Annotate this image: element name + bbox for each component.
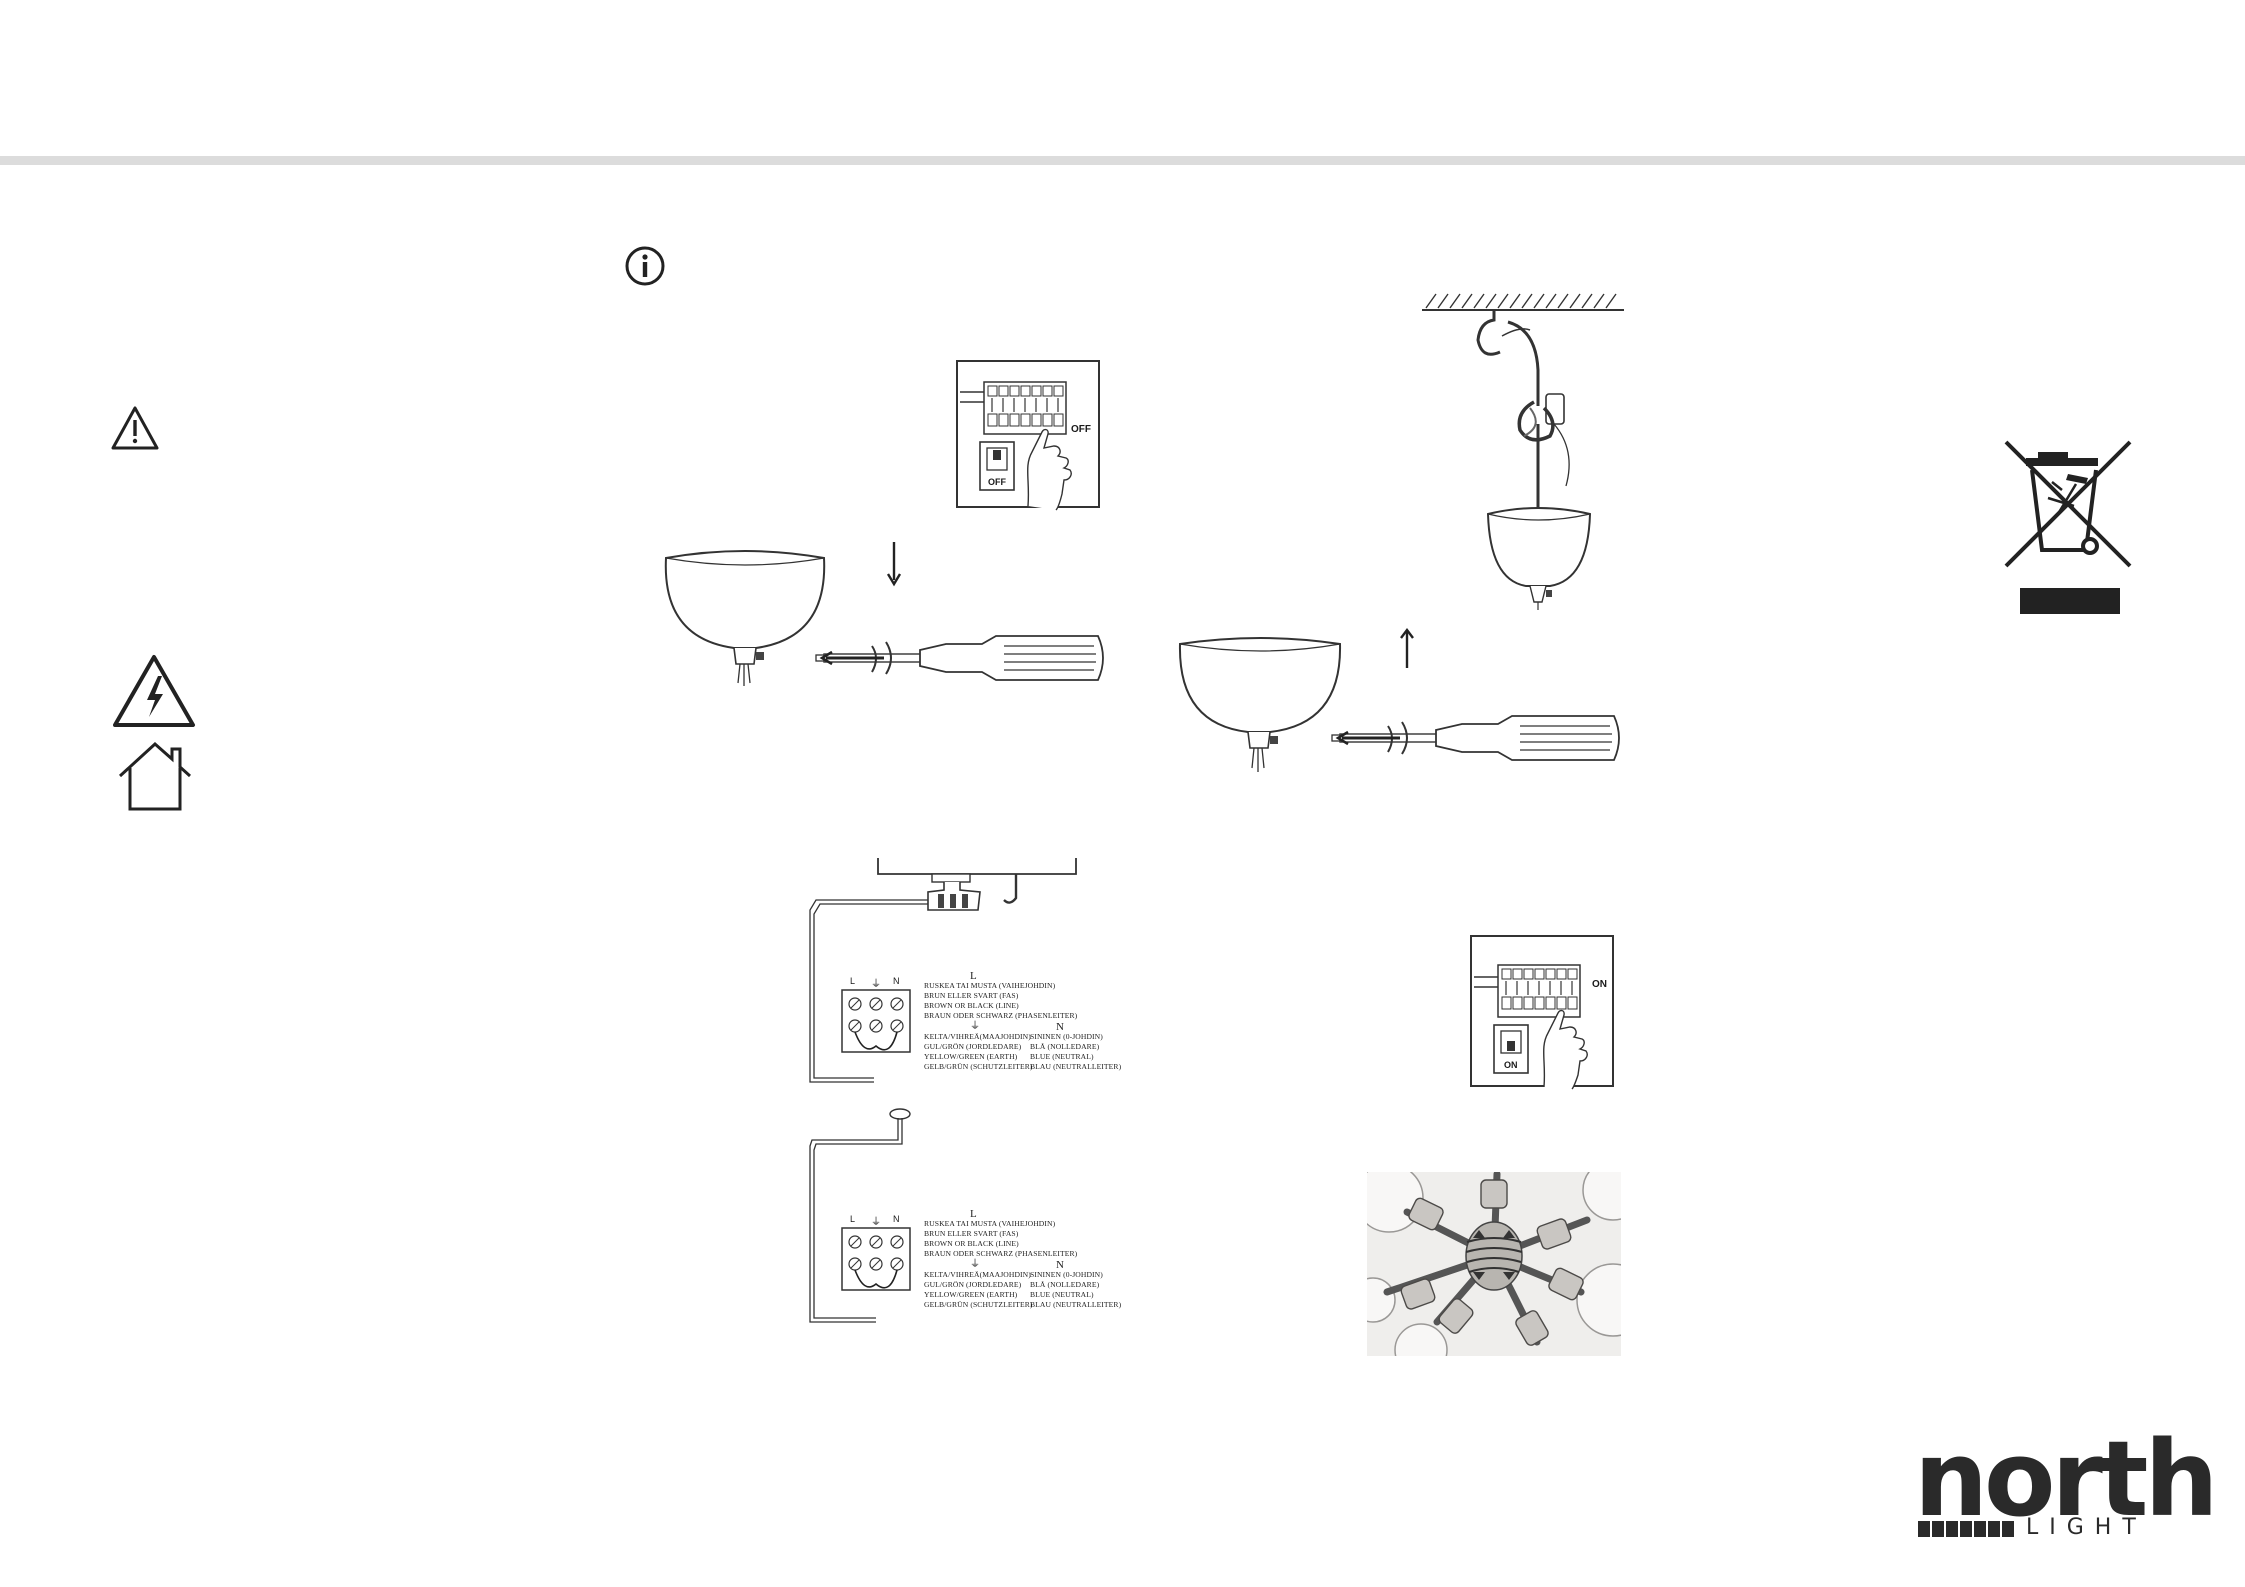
legend-line-head: L: [970, 1208, 977, 1220]
legend-earth-text-3: YELLOW/GREEN (EARTH): [924, 1290, 1018, 1299]
legend-neutral-head: N: [1056, 1259, 1065, 1271]
legend-earth-head: ⏚: [970, 1259, 981, 1270]
legend-neutral-text-3: BLUE (NEUTRAL): [1030, 1052, 1094, 1061]
screwdriver-right-illustration: [1331, 715, 1620, 761]
down-arrow-icon: [886, 542, 902, 587]
legend-line-text-4: BRAUN ODER SCHWARZ (PHASENLEITER): [924, 1249, 1078, 1258]
ceiling-outlet-illustration: [809, 1108, 911, 1323]
chandelier-bulbs-photo: [1367, 1172, 1621, 1356]
logo-bar: [1918, 1521, 2022, 1537]
legend-line-text-2: BRUN ELLER SVART (FAS): [924, 991, 1019, 1000]
legend-earth-head: ⏚: [970, 1021, 981, 1032]
logo-sub: LIGHT: [2026, 1515, 2147, 1540]
legend-line-text-1: RUSKEA TAI MUSTA (VAIHEJOHDIN): [924, 1219, 1056, 1228]
terminal-label-l: L: [850, 976, 856, 986]
ceiling-junction-illustration: [809, 858, 1077, 1083]
logo-word: north: [1914, 1418, 2219, 1540]
legend-neutral-head: N: [1056, 1021, 1065, 1033]
weee-crossed-bin-icon: [2004, 440, 2132, 614]
indoor-use-house-icon: [118, 741, 192, 811]
north-light-logo: north LIGHT: [1914, 1427, 2219, 1543]
legend-line-text-2: BRUN ELLER SVART (FAS): [924, 1229, 1019, 1238]
legend-neutral-text-4: BLAU (NEUTRALLEITER): [1030, 1300, 1122, 1309]
switch-on-label-box: ON: [1504, 1060, 1518, 1070]
screwdriver-illustration: [815, 635, 1104, 681]
switch-off-label-top: OFF: [1071, 424, 1091, 435]
terminal-label-n: N: [893, 976, 900, 986]
header-divider: [0, 156, 2245, 165]
switch-off-panel: OFF OFF: [956, 360, 1100, 511]
legend-line-text-1: RUSKEA TAI MUSTA (VAIHEJOHDIN): [924, 981, 1056, 990]
legend-neutral-text-2: BLÅ (NOLLEDARE): [1030, 1042, 1100, 1051]
legend-neutral-text-4: BLAU (NEUTRALLEITER): [1030, 1062, 1122, 1071]
legend-line-text-3: BROWN OR BLACK (LINE): [924, 1001, 1019, 1010]
legend-earth-text-2: GUL/GRÖN (JORDLEDARE): [924, 1280, 1022, 1289]
legend-line-text-4: BRAUN ODER SCHWARZ (PHASENLEITER): [924, 1011, 1078, 1020]
up-arrow-icon: [1400, 628, 1414, 668]
info-icon: [625, 246, 665, 286]
switch-on-label-top: ON: [1592, 979, 1607, 990]
legend-earth-text-3: YELLOW/GREEN (EARTH): [924, 1052, 1018, 1061]
legend-earth-text-2: GUL/GRÖN (JORDLEDARE): [924, 1042, 1022, 1051]
switch-off-label-box: OFF: [988, 477, 1006, 487]
switch-on-panel: ON ON: [1470, 935, 1614, 1090]
legend-line-text-3: BROWN OR BLACK (LINE): [924, 1239, 1019, 1248]
legend-line-head: L: [970, 970, 977, 982]
terminal-block-1: L ⏚ N: [838, 976, 914, 1058]
terminal-label-earth: ⏚: [871, 979, 881, 990]
legend-earth-text-1: KELTA/VIHREÄ(MAAJOHDIN): [924, 1270, 1031, 1279]
electric-hazard-icon: [113, 655, 195, 727]
legend-neutral-text-1: SININEN (0-JOHDIN): [1030, 1032, 1103, 1041]
terminal-block-2: L ⏚ N: [838, 1214, 914, 1296]
legend-neutral-text-3: BLUE (NEUTRAL): [1030, 1290, 1094, 1299]
warning-triangle-icon: [111, 406, 159, 450]
legend-neutral-text-1: SININEN (0-JOHDIN): [1030, 1270, 1103, 1279]
legend-earth-text-4: GELB/GRÜN (SCHUTZLEITER): [924, 1062, 1033, 1071]
legend-neutral-text-2: BLÅ (NOLLEDARE): [1030, 1280, 1100, 1289]
legend-earth-text-4: GELB/GRÜN (SCHUTZLEITER): [924, 1300, 1033, 1309]
canopy-bowl-illustration: [664, 550, 826, 686]
terminal-label-n: N: [893, 1214, 900, 1224]
terminal-label-l: L: [850, 1214, 856, 1224]
terminal-label-earth: ⏚: [871, 1217, 881, 1228]
ceiling-hook-illustration: [1422, 293, 1624, 610]
canopy-bowl-right-illustration: [1178, 637, 1342, 772]
legend-earth-text-1: KELTA/VIHREÄ(MAAJOHDIN): [924, 1032, 1031, 1041]
